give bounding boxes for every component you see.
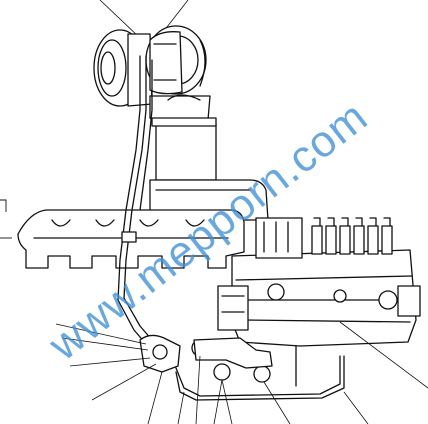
turbocharger: [93, 25, 207, 107]
callout-leaders: [55, 321, 428, 424]
fuel-injection-pump: [217, 217, 421, 347]
lower-fittings: [139, 334, 345, 401]
turbo-oil-lines: [117, 55, 153, 345]
delivery-valves: [311, 217, 393, 255]
